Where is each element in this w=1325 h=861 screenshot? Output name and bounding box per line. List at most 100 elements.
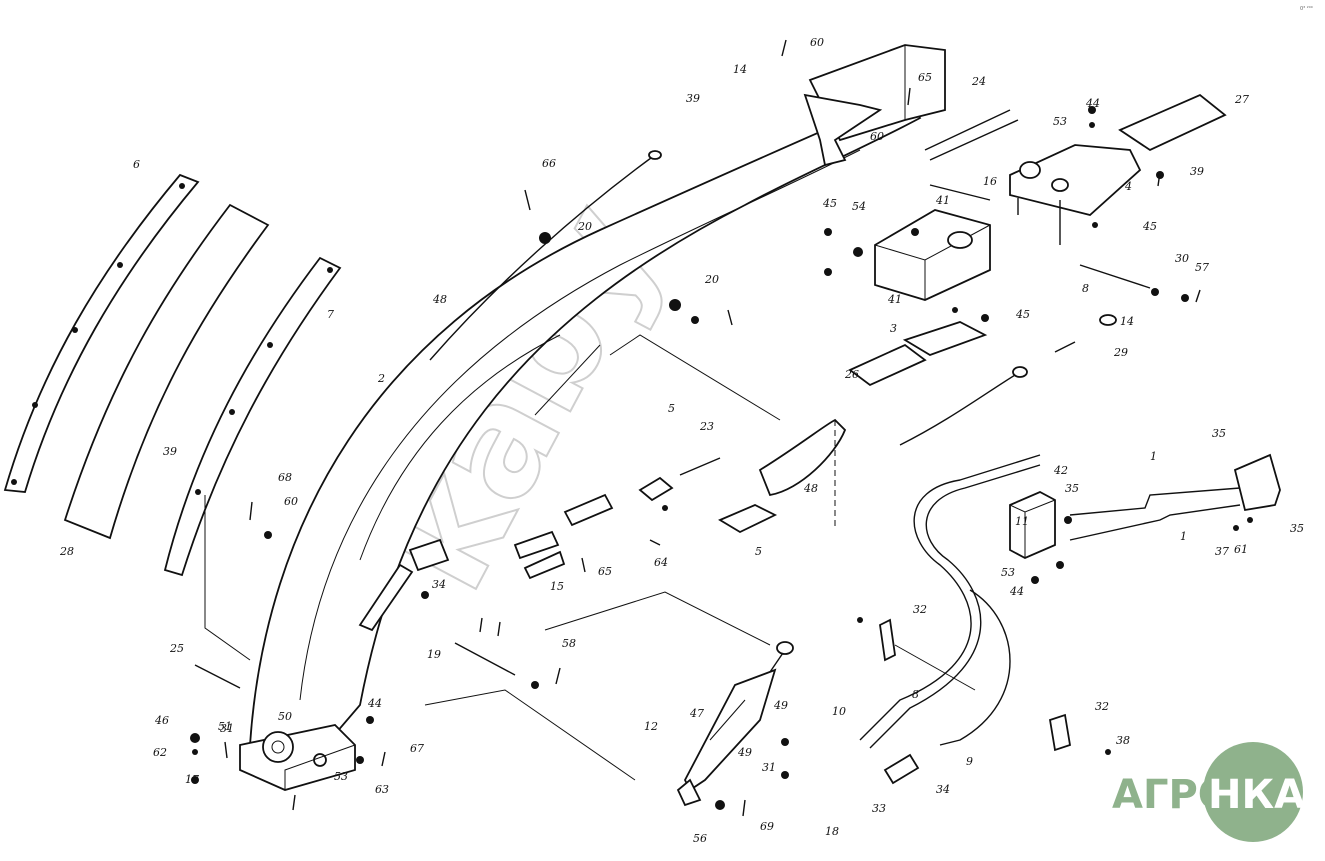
callout-11: 11 [1015,515,1029,528]
logo-right-text: НКА [1208,772,1305,818]
callout-4: 4 [1124,180,1132,193]
callout-61: 61 [1234,543,1248,556]
callout-20: 20 [577,220,592,233]
rod-18 [429,150,662,361]
callout-8: 8 [912,688,919,701]
callout-60: 60 [870,130,884,143]
link-31-21 [513,493,614,580]
logo-circle [1203,742,1303,842]
callout-44: 44 [367,697,382,710]
callout-17: 17 [185,773,199,786]
clamp-32-upper [879,618,896,662]
callout-48: 48 [803,482,818,495]
plate-26 [848,343,927,387]
callout-9: 9 [966,755,973,768]
callout-1: 1 [1180,530,1187,543]
callout-44: 44 [1085,97,1100,110]
callout-39: 39 [1190,165,1204,178]
callout-38: 38 [1116,734,1130,747]
link-29 [1054,341,1076,353]
callout-64: 64 [654,556,668,569]
callout-65: 65 [598,565,612,578]
callout-69: 69 [760,820,774,833]
callout-41: 41 [935,194,950,207]
callout-48: 48 [432,293,447,306]
callout-41: 41 [887,293,902,306]
callout-32: 32 [1095,700,1109,713]
callout-26: 26 [844,368,859,381]
callout-60: 60 [810,36,824,49]
callout-53: 53 [1001,566,1015,579]
callout-35: 35 [1065,482,1079,495]
callout-1: 1 [1150,450,1157,463]
callout-65: 65 [918,71,932,84]
callout-30: 30 [1175,252,1189,265]
link-48 [899,366,1028,446]
logo: АГРО НКА [1112,742,1305,842]
callout-53: 53 [334,770,348,783]
callout-29: 29 [1113,346,1128,359]
callout-32: 32 [913,603,927,616]
callout-49: 49 [773,699,788,712]
fasteners [190,39,1253,817]
callout-27: 27 [1234,93,1249,106]
corner-mark: 0³ ²⁰⁰ [1300,6,1313,12]
callout-3: 3 [890,322,897,335]
callout-68: 68 [278,471,292,484]
bracket-15 [408,538,450,572]
callout-2: 2 [377,372,385,385]
callout-47: 47 [689,707,704,720]
callout-24: 24 [971,75,986,88]
chute-48 [758,418,847,497]
callout-66: 66 [542,157,556,170]
guide-rail-6 [3,173,200,493]
callout-37: 37 [1215,545,1229,558]
callout-58: 58 [562,637,576,650]
callout-50: 50 [278,710,292,723]
guide-rail-7 [163,256,342,577]
callout-39: 39 [686,92,700,105]
slot-plate [358,563,414,632]
callout-34: 34 [432,578,446,591]
callout-7: 7 [327,308,334,321]
callout-63: 63 [375,783,389,796]
callout-60: 60 [284,495,298,508]
callout-19: 19 [427,648,441,661]
valve-block-11 [1009,491,1056,559]
callout-57: 57 [1195,261,1209,274]
callout-51: 51 [218,720,232,733]
bracket-5 [718,504,778,534]
spring-24 [924,109,1019,161]
main-boom-arm [239,44,946,791]
callout-34: 34 [936,783,950,796]
rod-16 [929,184,1151,289]
callout-67: 67 [410,742,424,755]
flange-9 [1233,453,1281,512]
callout-62: 62 [153,746,167,759]
callout-42: 42 [1053,464,1068,477]
callout-44: 44 [1009,585,1024,598]
callout-33: 33 [872,802,886,815]
callout-5: 5 [668,402,675,415]
plate-3 [902,321,988,356]
mount-4 [1009,144,1142,245]
callout-23: 23 [699,420,714,433]
bracket-4-small [638,476,674,502]
callout-39: 39 [163,445,177,458]
callout-14: 14 [733,63,747,76]
rod-19 [454,642,516,676]
guide-rail-28 [63,203,270,540]
plate-27 [1118,93,1227,152]
hydraulic-tube-1 [1069,487,1241,541]
coupling-34 [883,753,920,785]
callout-16: 16 [983,175,997,188]
callout-18: 18 [825,825,839,838]
hydraulic-cylinder-47 [676,641,794,807]
callout-54: 54 [852,200,866,213]
callout-labels: 1123455678891011121414151617181920202324… [59,36,1304,845]
callout-10: 10 [832,705,846,718]
callout-31: 31 [220,722,234,735]
callout-12: 12 [644,720,658,733]
clamp-32-lower [1048,713,1072,752]
